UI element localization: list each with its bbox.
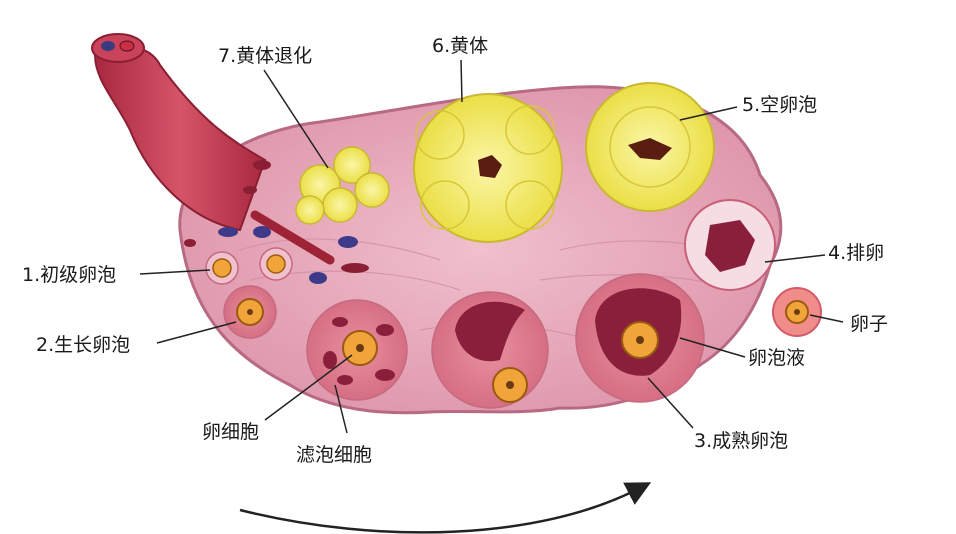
progression-arrow	[239, 482, 652, 534]
follicle-with-cells	[306, 299, 408, 401]
label-follicular-cells: 滤泡细胞	[296, 444, 373, 466]
ovum-cell	[772, 287, 822, 337]
label-oocyte: 卵细胞	[202, 421, 260, 443]
empty-follicle-body	[585, 82, 715, 212]
label-corpus-luteum: 6.黄体	[432, 35, 489, 57]
mature-follicle	[575, 273, 705, 403]
label-follicular-fluid: 卵泡液	[748, 347, 806, 369]
corpus-luteum	[413, 93, 563, 243]
fallopian-tube	[93, 45, 267, 232]
label-empty-follicle: 5.空卵泡	[742, 94, 818, 116]
primary-follicles	[205, 247, 293, 285]
corpus-luteum-regressing	[295, 146, 390, 225]
tube-opening	[91, 33, 145, 63]
antral-follicle	[431, 291, 549, 409]
label-corpus-luteum-regression: 7.黄体退化	[218, 45, 313, 67]
label-ovum: 卵子	[850, 313, 889, 335]
label-primary-follicle: 1.初级卵泡	[22, 264, 117, 286]
leader-lines	[139, 59, 844, 434]
ovulation-rupture	[684, 199, 776, 291]
growing-follicle	[223, 285, 277, 339]
blood-vessels	[184, 160, 369, 284]
label-ovulation: 4.排卵	[828, 242, 885, 264]
label-mature-follicle: 3.成熟卵泡	[694, 430, 789, 452]
label-growing-follicle: 2.生长卵泡	[36, 334, 131, 356]
